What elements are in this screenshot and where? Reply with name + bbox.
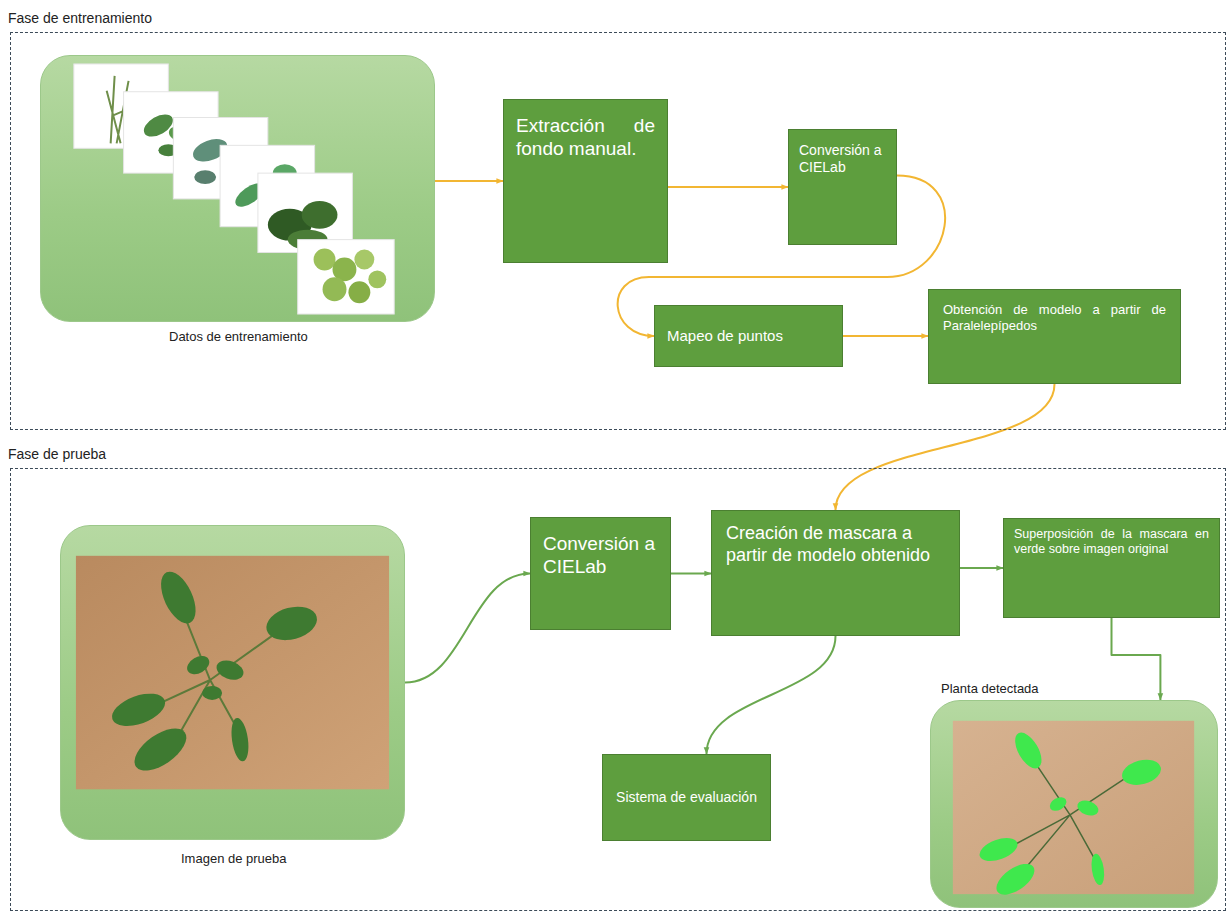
image-caption: Imagen de prueba xyxy=(181,851,287,866)
flow-arrow xyxy=(836,384,1055,510)
image-caption: Datos de entrenamiento xyxy=(169,329,308,344)
image-caption: Planta detectada xyxy=(941,681,1039,696)
step-text: Mapeo de puntos xyxy=(667,327,830,345)
step-text: Superposición de la mascara en verde sob… xyxy=(1014,527,1209,558)
process-box: Conversión a CIELab xyxy=(788,129,897,245)
step-text: Extracción de fondo manual. xyxy=(516,114,655,160)
process-box: Obtención de modelo a partir de Paralele… xyxy=(928,289,1181,384)
flow-arrow xyxy=(1112,618,1161,700)
flow-arrow xyxy=(668,186,788,188)
training-images xyxy=(41,56,434,321)
result-photo xyxy=(931,701,1217,907)
image-panel: Datos de entrenamiento xyxy=(40,55,435,322)
flow-arrow xyxy=(843,335,928,337)
caption-holder: Imagen de prueba xyxy=(181,851,287,866)
process-box: Superposición de la mascara en verde sob… xyxy=(1003,518,1220,618)
step-text: Obtención de modelo a partir de Paralele… xyxy=(943,302,1166,334)
step-text: Conversión a CIELab xyxy=(799,142,886,176)
process-box: Conversión a CIELab xyxy=(530,517,671,630)
phase-heading: Fase de entrenamiento xyxy=(8,10,152,26)
step-text: Conversión a CIELab xyxy=(543,532,658,578)
flow-arrow xyxy=(960,567,1003,569)
flow-arrow xyxy=(671,573,711,575)
process-box: Extracción de fondo manual. xyxy=(503,99,668,263)
phase-band: Fase de prueba Imagen de prueba Conversió… xyxy=(0,446,1230,911)
process-box: Sistema de evaluación xyxy=(602,754,771,841)
image-panel: Imagen de prueba xyxy=(60,525,405,840)
caption-holder: Datos de entrenamiento xyxy=(169,329,308,344)
image-panel: Planta detectada xyxy=(930,700,1218,908)
step-text: Sistema de evaluación xyxy=(613,789,760,806)
phase-band: Fase de entrenamiento xyxy=(0,10,1230,430)
process-box: Mapeo de puntos xyxy=(654,305,843,367)
test-photo xyxy=(61,526,404,839)
phase-heading: Fase de prueba xyxy=(8,446,106,462)
flow-arrow xyxy=(405,574,530,683)
process-box: Creación de mascara a partir de modelo o… xyxy=(711,510,960,636)
step-text: Creación de mascara a partir de modelo o… xyxy=(726,523,945,567)
flow-arrow xyxy=(435,180,503,182)
caption-holder: Planta detectada xyxy=(941,681,1039,696)
flow-arrow xyxy=(707,636,836,754)
